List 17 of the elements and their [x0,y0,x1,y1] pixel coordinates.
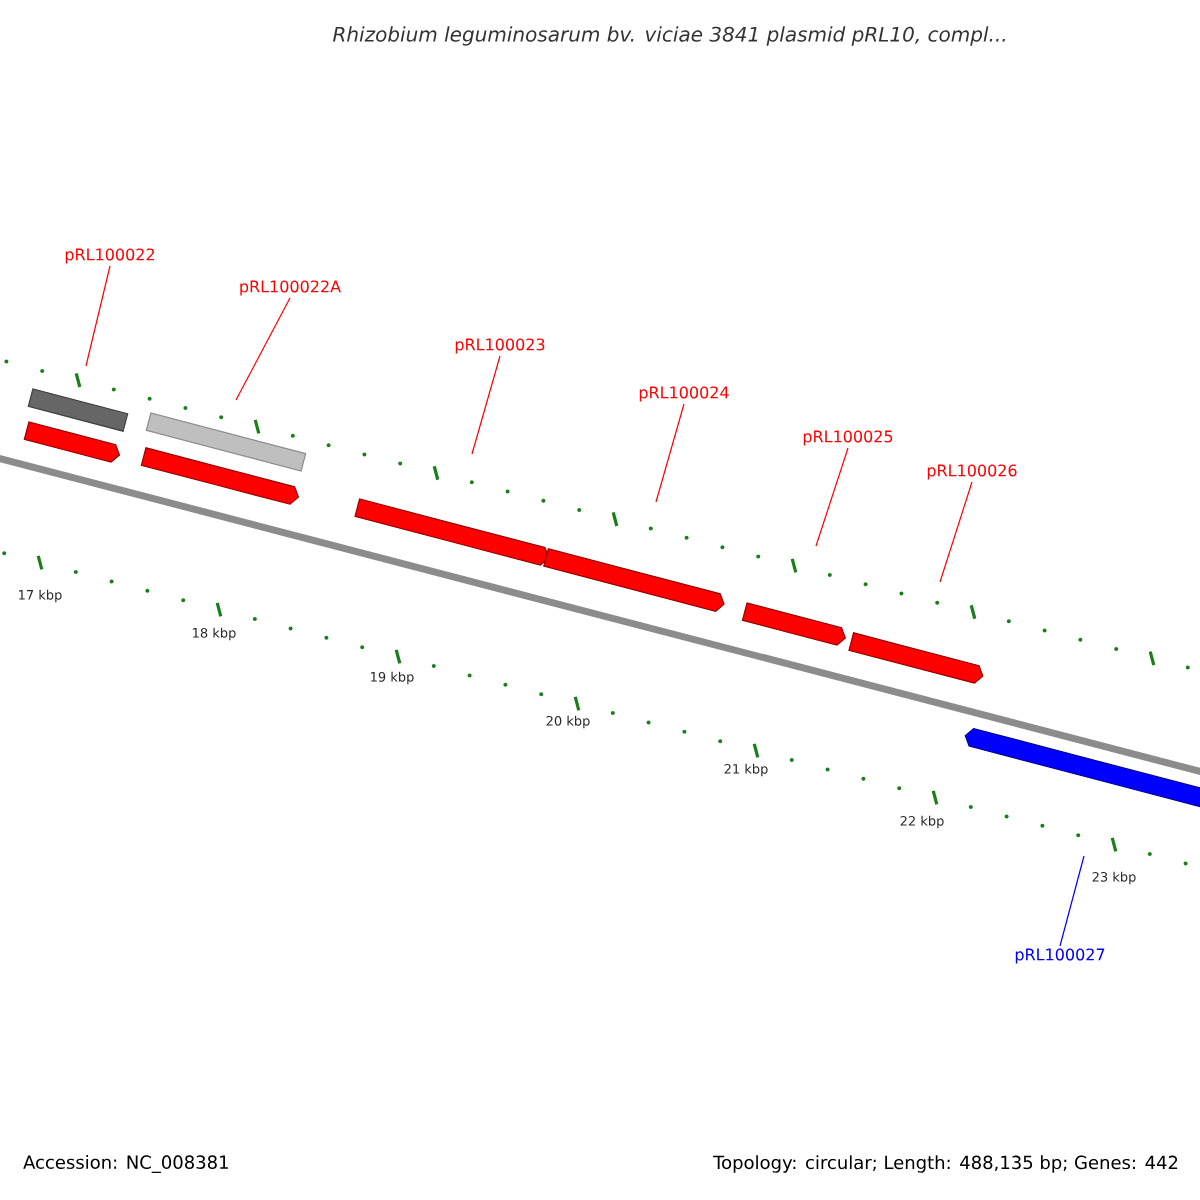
footer-text: Accession: NC_008381 [23,1155,228,1173]
gene-label: pRL100023 [455,338,545,354]
gene-label: pRL100024 [639,386,729,402]
leader-line [815,447,849,547]
gene-label: pRL100022 [65,248,154,264]
leader-line [939,481,973,583]
leader-line [85,265,111,367]
leader-line [655,403,685,503]
gene-label: pRL100027 [1015,948,1105,964]
gene-label: pRL100022A [240,280,341,296]
leader-line [235,297,291,401]
leader-line [471,355,501,455]
title: Rhizobium leguminosarum bv. viciae 3841 plasmid pRL10, compl... [333,26,1005,46]
leader-line [1059,855,1085,947]
footer-text: Topology: circular; Length: 488,135 bp; Genes: 442 [713,1155,1178,1173]
gene-label: pRL100026 [927,464,1017,480]
gene-label: pRL100025 [803,430,893,446]
